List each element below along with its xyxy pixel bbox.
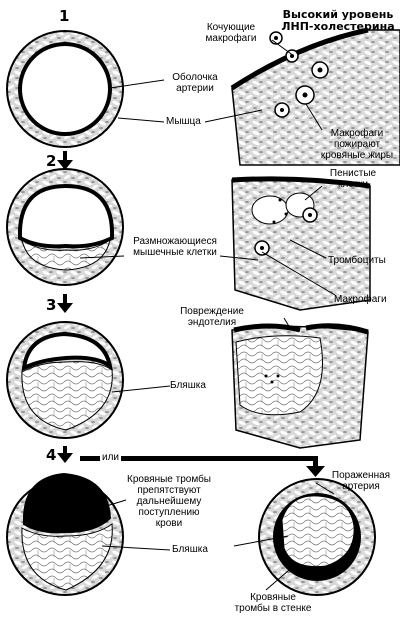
artery-cross-section-1	[6, 30, 124, 148]
label-rolling-macrophages: Кочующие макрофаги	[205, 22, 257, 44]
step-number-4: 4	[46, 446, 57, 464]
artery-wall-closeup-1	[230, 27, 400, 166]
step-arrow-2	[57, 151, 73, 170]
label-or: или	[100, 452, 122, 463]
or-branch-arrow	[80, 456, 325, 477]
label-plaque-3: Бляшка	[170, 380, 206, 391]
title-line-2: ЛНП-холестерина	[281, 20, 395, 33]
label-endothelium-damage: Повреждение эндотелия	[180, 306, 244, 328]
title: Высокий уровень ЛНП-холестерина	[276, 9, 400, 33]
step-arrow-3	[57, 294, 73, 313]
label-multiplying-muscle: Размножающиеся мышечные клетки	[133, 236, 217, 258]
label-muscle: Мышца	[166, 116, 201, 127]
artery-cross-section-3	[6, 321, 124, 439]
label-affected-artery: Пораженная артерия	[331, 470, 391, 492]
artery-wall-closeup-2	[231, 176, 371, 311]
step-number-2: 2	[46, 152, 57, 170]
leader-lines-4	[99, 482, 335, 591]
step-number-3: 3	[46, 296, 57, 314]
step-number-1: 1	[59, 7, 70, 25]
leader-lines-1	[109, 39, 323, 131]
artery-wall-closeup-3	[231, 323, 369, 449]
label-artery-wall: Оболочка артерии	[172, 72, 218, 94]
leader-lines-2	[79, 185, 336, 296]
leader-lines-3	[111, 317, 291, 393]
label-foam-cells: Пенистые клетки	[329, 168, 377, 190]
title-line-1: Высокий уровень	[282, 8, 394, 21]
step-arrow-4	[57, 446, 73, 463]
label-plaque-4: Бляшка	[172, 544, 208, 555]
label-clots-wall: Кровяные тромбы в стенке	[234, 592, 312, 614]
artery-cross-section-2	[6, 168, 124, 286]
label-macrophages: Макрофаги	[334, 294, 387, 305]
artery-cross-section-4b	[258, 478, 376, 596]
label-clots-block: Кровяные тромбы препятствуют дальнейшему…	[127, 474, 211, 529]
label-platelets: Тромбоциты	[328, 255, 386, 266]
label-macrophages-eat: Макрофаги пожирают кровяные жиры	[320, 128, 394, 161]
artery-cross-section-4a	[6, 472, 124, 596]
